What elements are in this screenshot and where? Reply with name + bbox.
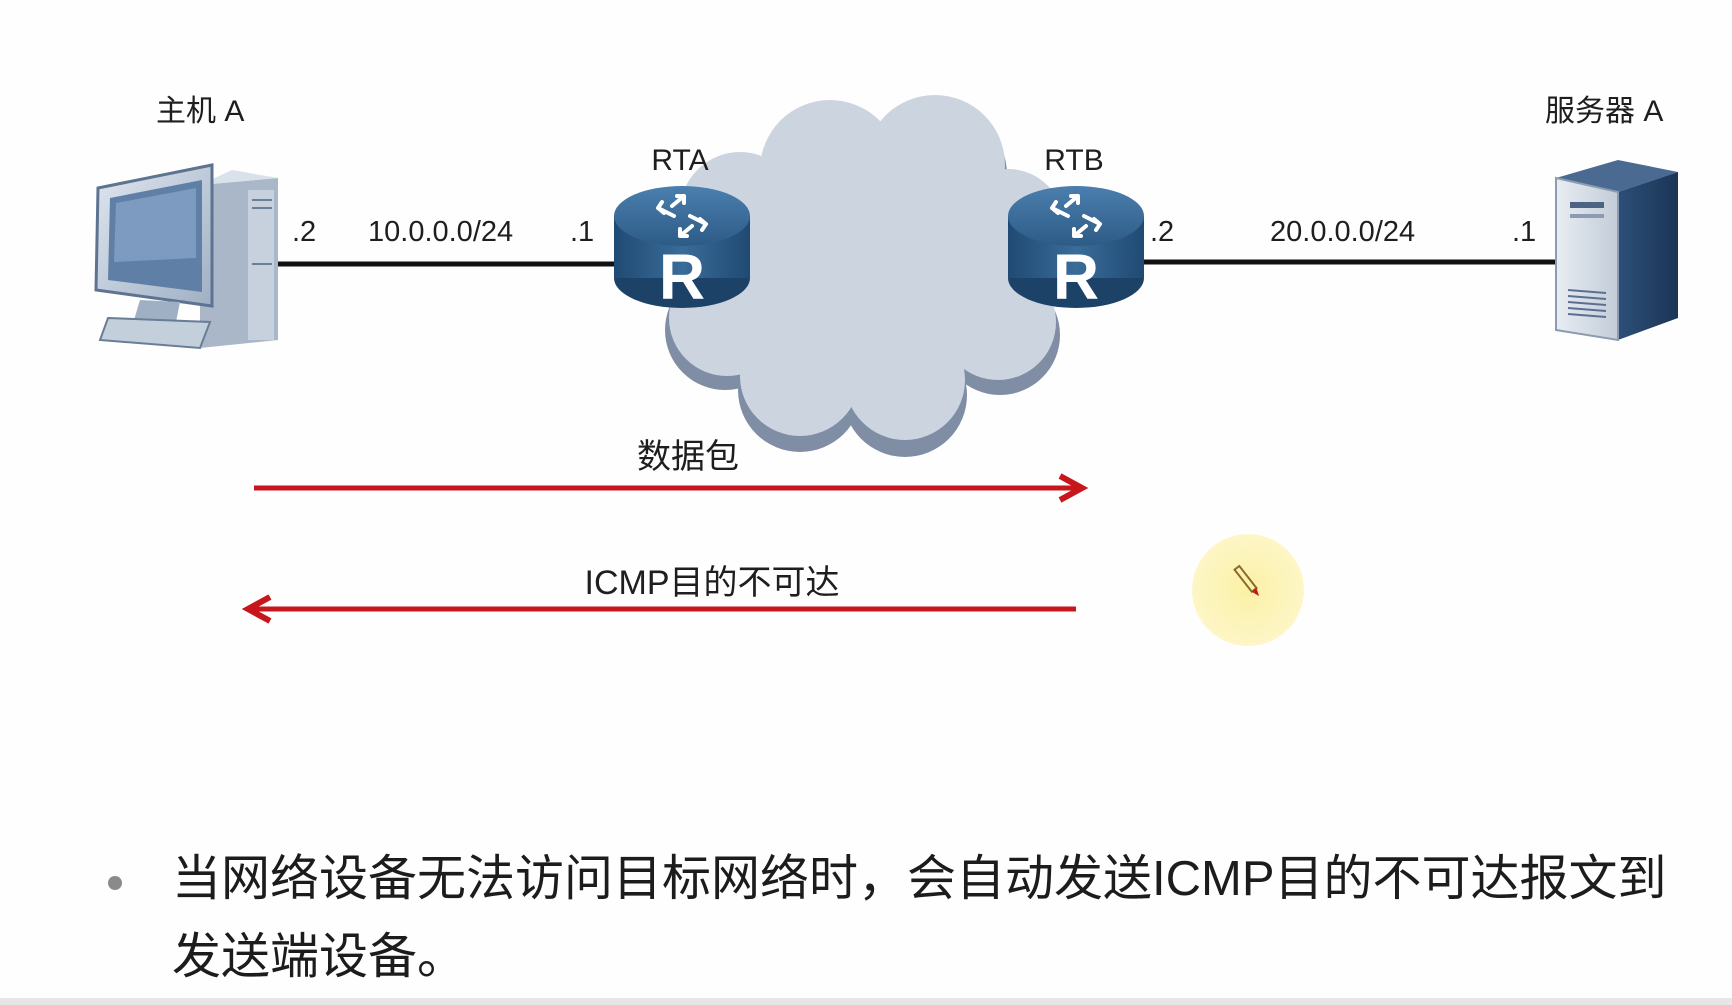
bullet-text: 当网络设备无法访问目标网络时，会自动发送ICMP目的不可达报文到 发送端设备。: [172, 840, 1672, 996]
host-label: 主机 A: [156, 95, 244, 128]
bullet-line-1: 当网络设备无法访问目标网络时，会自动发送ICMP目的不可达报文到: [172, 852, 1667, 906]
router-glyph: R: [1053, 241, 1099, 313]
desktop-computer-icon: [94, 163, 278, 350]
router-glyph: R: [659, 241, 705, 313]
server-interface-label: .1: [1512, 216, 1536, 248]
forward-flow-arrow: [254, 473, 1089, 503]
bottom-edge: [0, 998, 1732, 1005]
rtb-label: RTB: [1044, 144, 1103, 177]
tower-server-icon: [1555, 160, 1678, 342]
reply-flow-label: ICMP目的不可达: [585, 564, 840, 602]
router-icon: R: [1008, 186, 1144, 313]
router-icon: R: [614, 186, 750, 313]
right-network-label: 20.0.0.0/24: [1270, 216, 1415, 248]
rtb-interface-label: .2: [1150, 216, 1174, 248]
server-label: 服务器 A: [1545, 95, 1663, 128]
reply-flow-arrow: [241, 594, 1076, 624]
rta-label: RTA: [651, 144, 708, 177]
bullet-dot: [108, 876, 122, 890]
left-network-label: 10.0.0.0/24: [368, 216, 513, 248]
bullet-line-2: 发送端设备。: [172, 930, 467, 984]
forward-flow-label: 数据包: [637, 438, 739, 476]
host-interface-label: .2: [292, 216, 316, 248]
pen-cursor-icon: [1192, 534, 1304, 646]
rta-interface-label: .1: [570, 216, 594, 248]
